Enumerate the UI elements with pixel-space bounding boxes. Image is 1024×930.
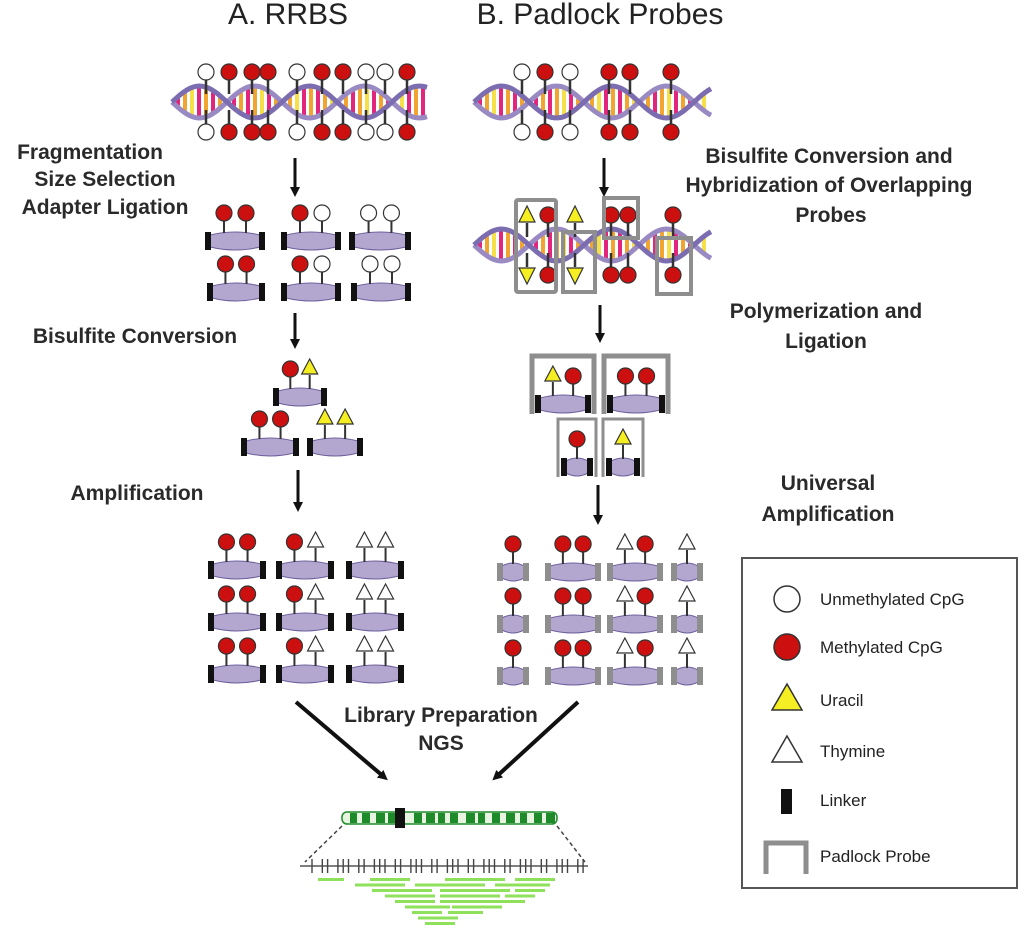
- fragment: [607, 636, 663, 686]
- fragment: [346, 582, 404, 632]
- fragment: [497, 587, 529, 634]
- fragment: [497, 639, 529, 686]
- ngs-chromosome: [341, 808, 558, 828]
- fragment: [281, 204, 341, 251]
- step-fragmentation: Fragmentation: [17, 141, 163, 164]
- step-universal-amplification: Amplification: [761, 503, 894, 526]
- legend-padlock-label: Padlock Probe: [820, 847, 931, 866]
- fragment: [671, 532, 703, 582]
- step-ligation: Ligation: [785, 330, 867, 353]
- fragment: [307, 407, 363, 457]
- legend-thymine-symbol: [770, 734, 804, 763]
- legend-unmethylated-label: Unmethylated CpG: [820, 590, 965, 609]
- sequencing-reads: [318, 878, 555, 925]
- legend-uracil-label: Uracil: [820, 691, 863, 710]
- step-size-selection: Size Selection: [34, 168, 175, 191]
- fragment: [607, 532, 663, 582]
- hybridized-probe-frames: [514, 196, 693, 296]
- fragment: [276, 634, 334, 684]
- ngs-zoom: [300, 825, 588, 873]
- legend-linker-symbol: [781, 789, 792, 814]
- fragment: [281, 255, 341, 302]
- fragment: [671, 584, 703, 634]
- fragment: [276, 530, 334, 580]
- fragment: [497, 535, 529, 582]
- fragment-molecules: [205, 204, 703, 686]
- fragment: [207, 255, 265, 302]
- fragment: [601, 417, 645, 477]
- step-bisulfite-hybridization-3: Probes: [795, 204, 866, 227]
- fragment: [273, 357, 327, 407]
- fragment: [556, 417, 598, 477]
- fragment: [671, 636, 703, 686]
- fragment: [607, 584, 663, 634]
- step-polymerization: Polymerization and: [730, 300, 923, 323]
- legend-methylated-symbol: [773, 633, 801, 661]
- step-library-preparation: Library Preparation: [344, 704, 538, 727]
- flow-arrows: [290, 158, 609, 781]
- padlock-hybridized-helix: [472, 204, 713, 286]
- fragment: [545, 639, 601, 686]
- legend-padlock-symbol: [763, 840, 809, 874]
- step-amplification: Amplification: [70, 482, 203, 505]
- fragment: [276, 582, 334, 632]
- legend-linker-label: Linker: [820, 791, 867, 810]
- fragment: [346, 634, 404, 684]
- fragment: [545, 587, 601, 634]
- legend-box: [741, 557, 1018, 889]
- legend-unmethylated-symbol: [773, 585, 801, 613]
- padlock-header: B. Padlock Probes: [477, 0, 724, 31]
- fragment: [349, 204, 411, 251]
- arrow-rrbs-to-ngs: [294, 700, 388, 781]
- padlock-dna-helix: [472, 63, 713, 141]
- step-bisulfite-conversion: Bisulfite Conversion: [33, 325, 237, 348]
- fragment: [208, 585, 266, 632]
- step-universal: Universal: [781, 472, 876, 495]
- fragment: [205, 204, 265, 251]
- step-ngs: NGS: [418, 732, 464, 755]
- fragment: [208, 533, 266, 580]
- fragment: [241, 410, 299, 457]
- step-adapter-ligation: Adapter Ligation: [22, 196, 189, 219]
- step-bisulfite-hybridization-1: Bisulfite Conversion and: [705, 145, 952, 168]
- legend-thymine-label: Thymine: [820, 742, 885, 761]
- fragment: [601, 353, 671, 414]
- step-bisulfite-hybridization-2: Hybridization of Overlapping: [685, 174, 972, 197]
- legend: Unmethylated CpG Methylated CpG Uracil T…: [741, 557, 1018, 889]
- legend-methylated-label: Methylated CpG: [820, 638, 943, 657]
- fragment: [545, 535, 601, 582]
- rrbs-dna-helix: [170, 63, 428, 141]
- fragment: [351, 255, 411, 302]
- fragment: [529, 353, 597, 414]
- fragment: [208, 637, 266, 684]
- arrow-padlock-to-ngs: [492, 700, 580, 781]
- rrbs-header: A. RRBS: [228, 0, 348, 31]
- fragment: [346, 530, 404, 580]
- legend-uracil-symbol: [770, 682, 804, 711]
